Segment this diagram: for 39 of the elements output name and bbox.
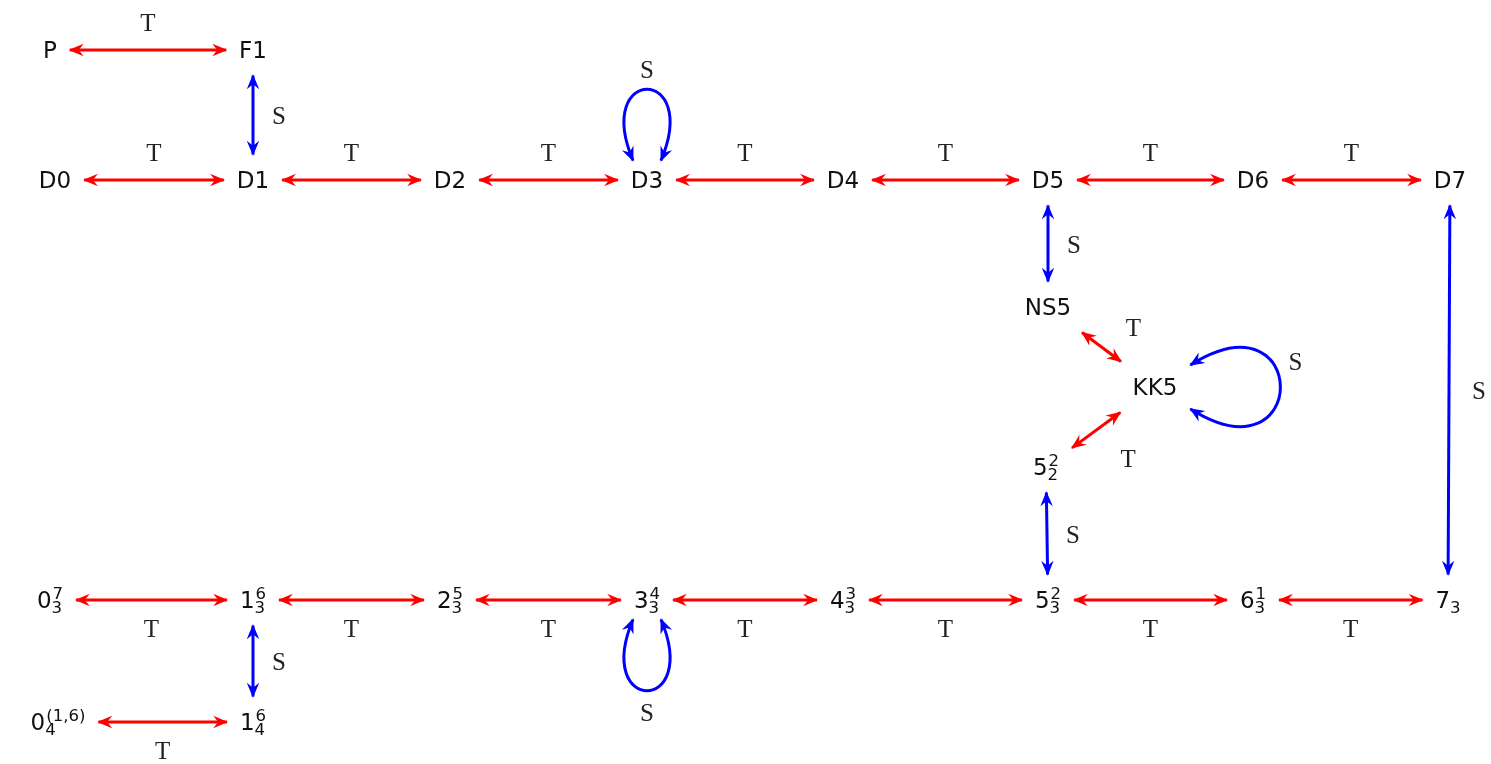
double-arrow	[474, 593, 623, 607]
double-arrow	[1075, 173, 1226, 187]
double-arrow	[74, 593, 229, 607]
node-label: 7$_{3}$	[1434, 586, 1462, 614]
double-arrow	[82, 173, 226, 187]
double-arrow	[280, 173, 423, 187]
loop-arrow	[622, 88, 672, 162]
double-arrow	[1081, 331, 1122, 363]
node-label: D4	[825, 166, 861, 194]
double-arrow	[1040, 491, 1054, 576]
node-label: D1	[235, 166, 271, 194]
node-label: D7	[1432, 166, 1468, 194]
double-arrow	[867, 593, 1024, 607]
double-arrow	[1071, 411, 1122, 450]
double-arrow	[671, 593, 819, 607]
double-arrow	[1072, 593, 1229, 607]
node-label: D2	[432, 166, 468, 194]
double-arrow	[97, 715, 229, 729]
double-arrow	[477, 173, 620, 187]
node-label: NS5	[1023, 293, 1073, 321]
loop-arrow	[1189, 345, 1282, 429]
node-label: D0	[37, 166, 73, 194]
node-label: F1	[238, 36, 268, 64]
node-label: KK5	[1131, 373, 1179, 401]
double-arrow	[1441, 204, 1457, 576]
node-label: D5	[1030, 166, 1066, 194]
double-arrow	[1277, 593, 1424, 607]
double-arrow	[870, 173, 1021, 187]
node-label: D6	[1235, 166, 1271, 194]
double-arrow	[246, 74, 260, 156]
loop-arrow	[622, 618, 672, 692]
double-arrow	[277, 593, 426, 607]
double-arrow	[1041, 204, 1055, 283]
double-arrow	[68, 43, 228, 57]
node-label: D3	[629, 166, 665, 194]
double-arrow	[246, 624, 260, 698]
double-arrow	[674, 173, 816, 187]
double-arrow	[1280, 173, 1423, 187]
node-label: P	[42, 36, 58, 64]
